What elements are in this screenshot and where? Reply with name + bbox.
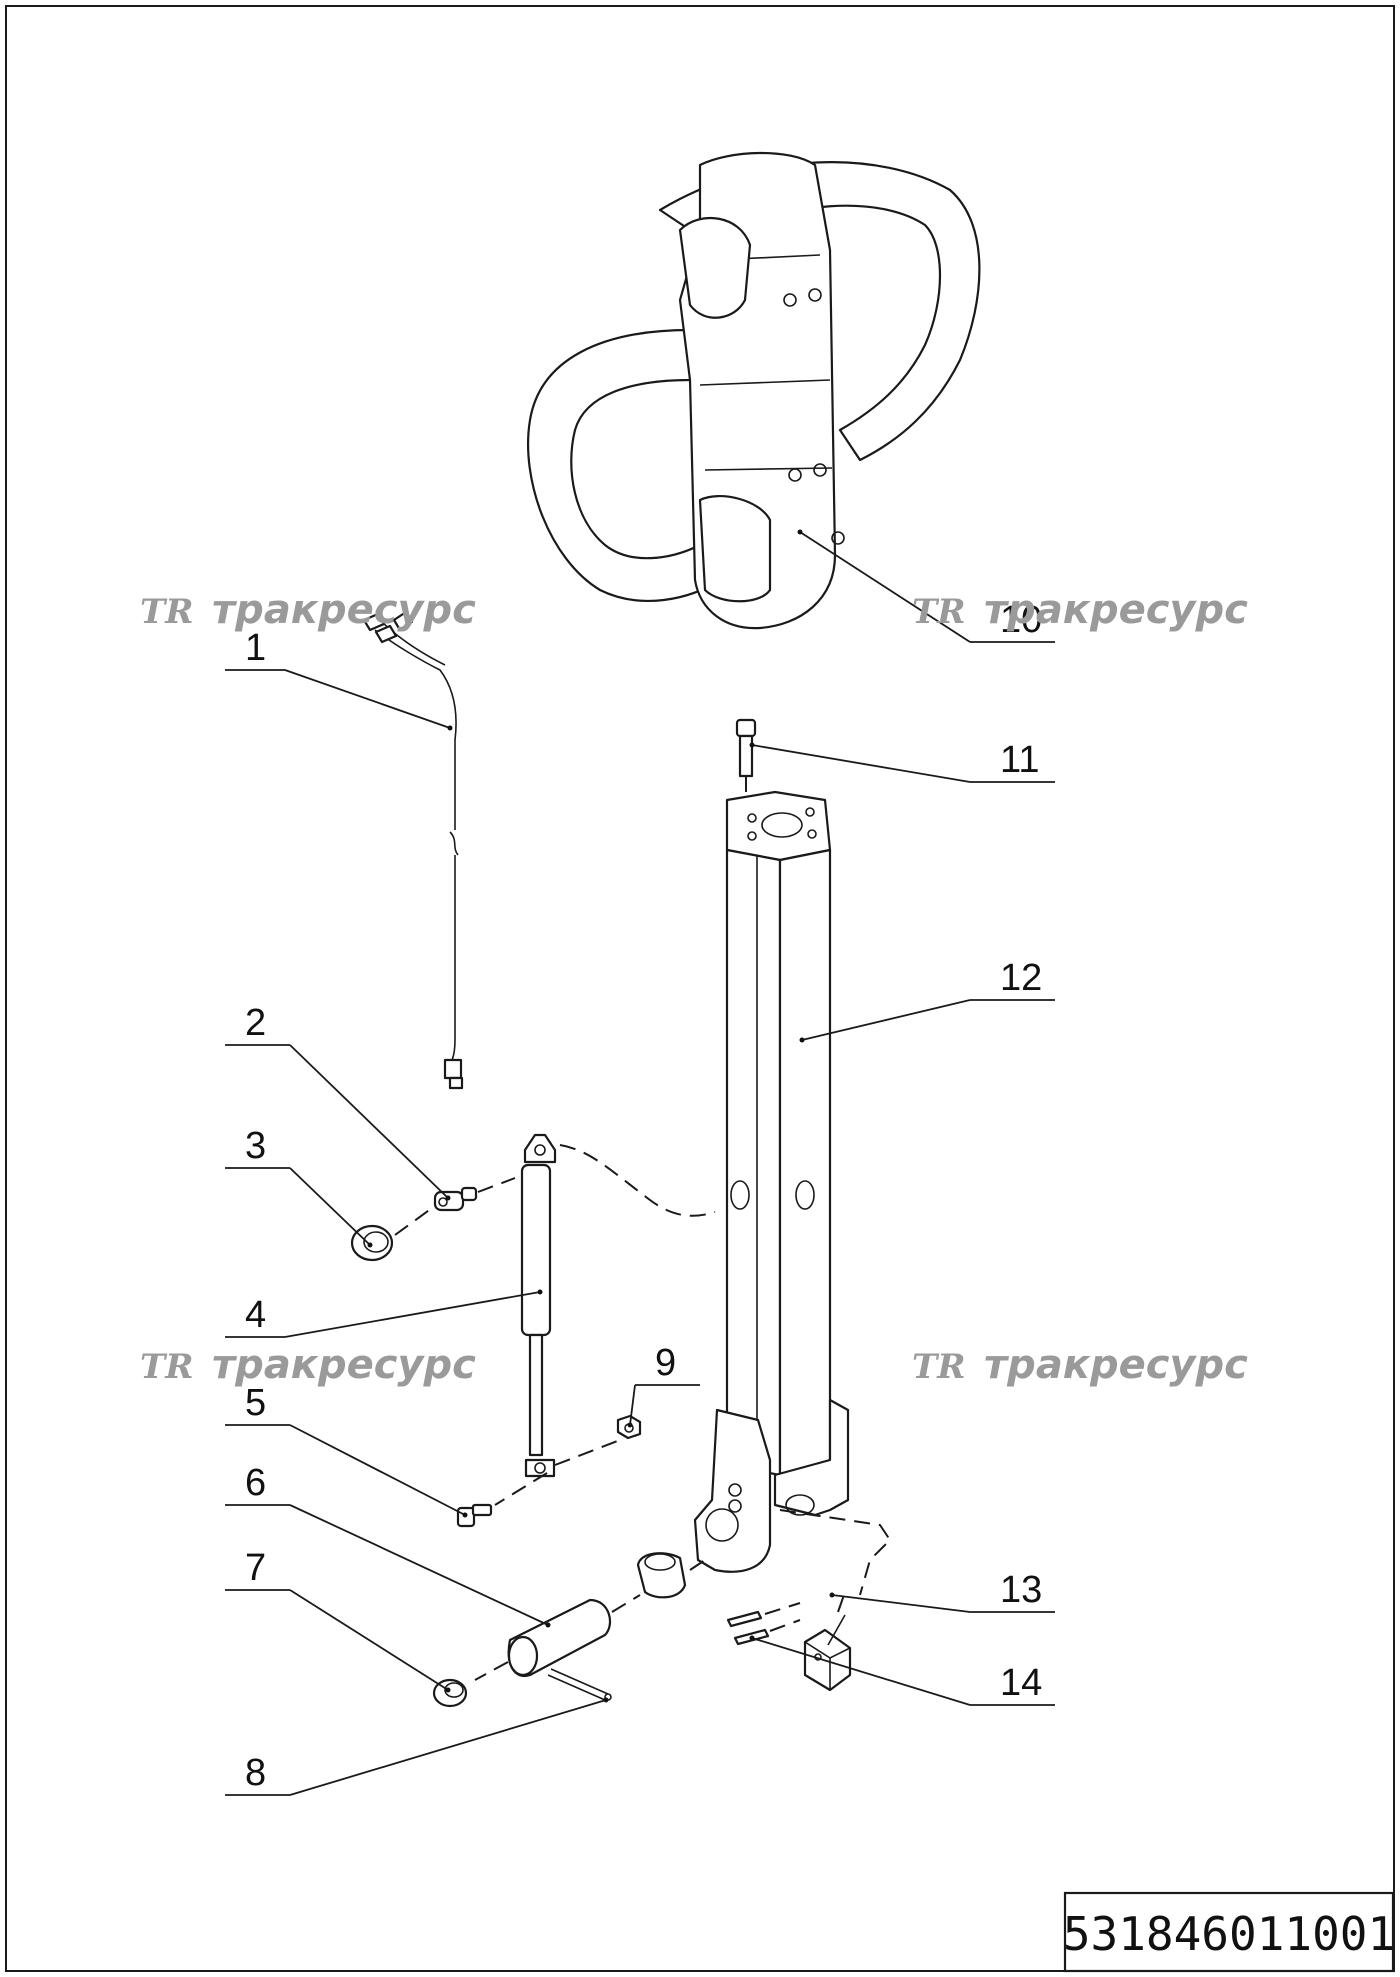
watermark-bottom-left: TR тракресурс [140,1342,476,1388]
watermark-logo: TR [140,1347,194,1387]
callout-10: 10 [797,529,1055,643]
part-3-cap [350,1207,433,1262]
callout-11: 11 [749,739,1055,783]
part-1-wiring-harness [362,610,464,1090]
page-border [5,5,1395,1972]
callout-label-6: 6 [245,1462,266,1504]
watermark-text: тракресурс [212,1342,476,1388]
callout-9: 9 [627,1342,700,1428]
watermark-logo: TR [140,592,194,632]
part-14-screws [726,1602,801,1646]
watermark-text: тракресурс [984,1342,1248,1388]
callout-label-9: 9 [655,1342,676,1384]
bushing [636,1552,706,1599]
part-8-split-pin [547,1668,612,1701]
part-11-bolt [735,718,757,830]
watermark-logo: TR [912,1347,966,1387]
callout-label-3: 3 [245,1125,266,1167]
drawing-code-box: 531846011001 [1063,1891,1395,1973]
callout-label-11: 11 [1000,739,1039,781]
callout-4: 4 [225,1289,543,1338]
watermark-bottom-right: TR тракресурс [912,1342,1248,1388]
part-12-mast [693,790,850,1573]
callout-label-14: 14 [1000,1662,1042,1704]
callout-label-7: 7 [245,1547,266,1589]
part-10-tiller-head [526,151,981,630]
callout-2: 2 [225,1002,451,1201]
callout-label-12: 12 [1000,957,1042,999]
part-13-switch [779,1509,892,1692]
callout-1: 1 [225,627,453,731]
callout-label-8: 8 [245,1752,266,1794]
callout-label-13: 13 [1000,1569,1042,1611]
callout-5: 5 [225,1382,468,1518]
callout-14: 14 [749,1635,1055,1706]
part-2-pin [433,1177,516,1212]
part-4-gas-spring [494,1133,716,1506]
callout-6: 6 [225,1462,551,1628]
callout-label-10: 10 [1000,599,1042,641]
callout-label-4: 4 [245,1294,266,1336]
callout-8: 8 [225,1697,609,1796]
watermark-text: тракресурс [984,587,1248,633]
callout-label-5: 5 [245,1382,266,1424]
watermark-logo: TR [912,592,966,632]
callout-12: 12 [799,957,1055,1043]
callout-13: 13 [829,1569,1055,1613]
callout-3: 3 [225,1125,373,1248]
watermark-top-left: TR тракресурс [140,587,476,633]
part-6-shaft [474,1594,641,1681]
drawing-code: 531846011001 [1063,1907,1395,1961]
watermark-text: тракресурс [212,587,476,633]
callout-7: 7 [225,1547,451,1693]
callout-label-1: 1 [245,627,266,669]
watermark-top-right: TR тракресурс [912,587,1248,633]
callout-label-2: 2 [245,1002,266,1044]
